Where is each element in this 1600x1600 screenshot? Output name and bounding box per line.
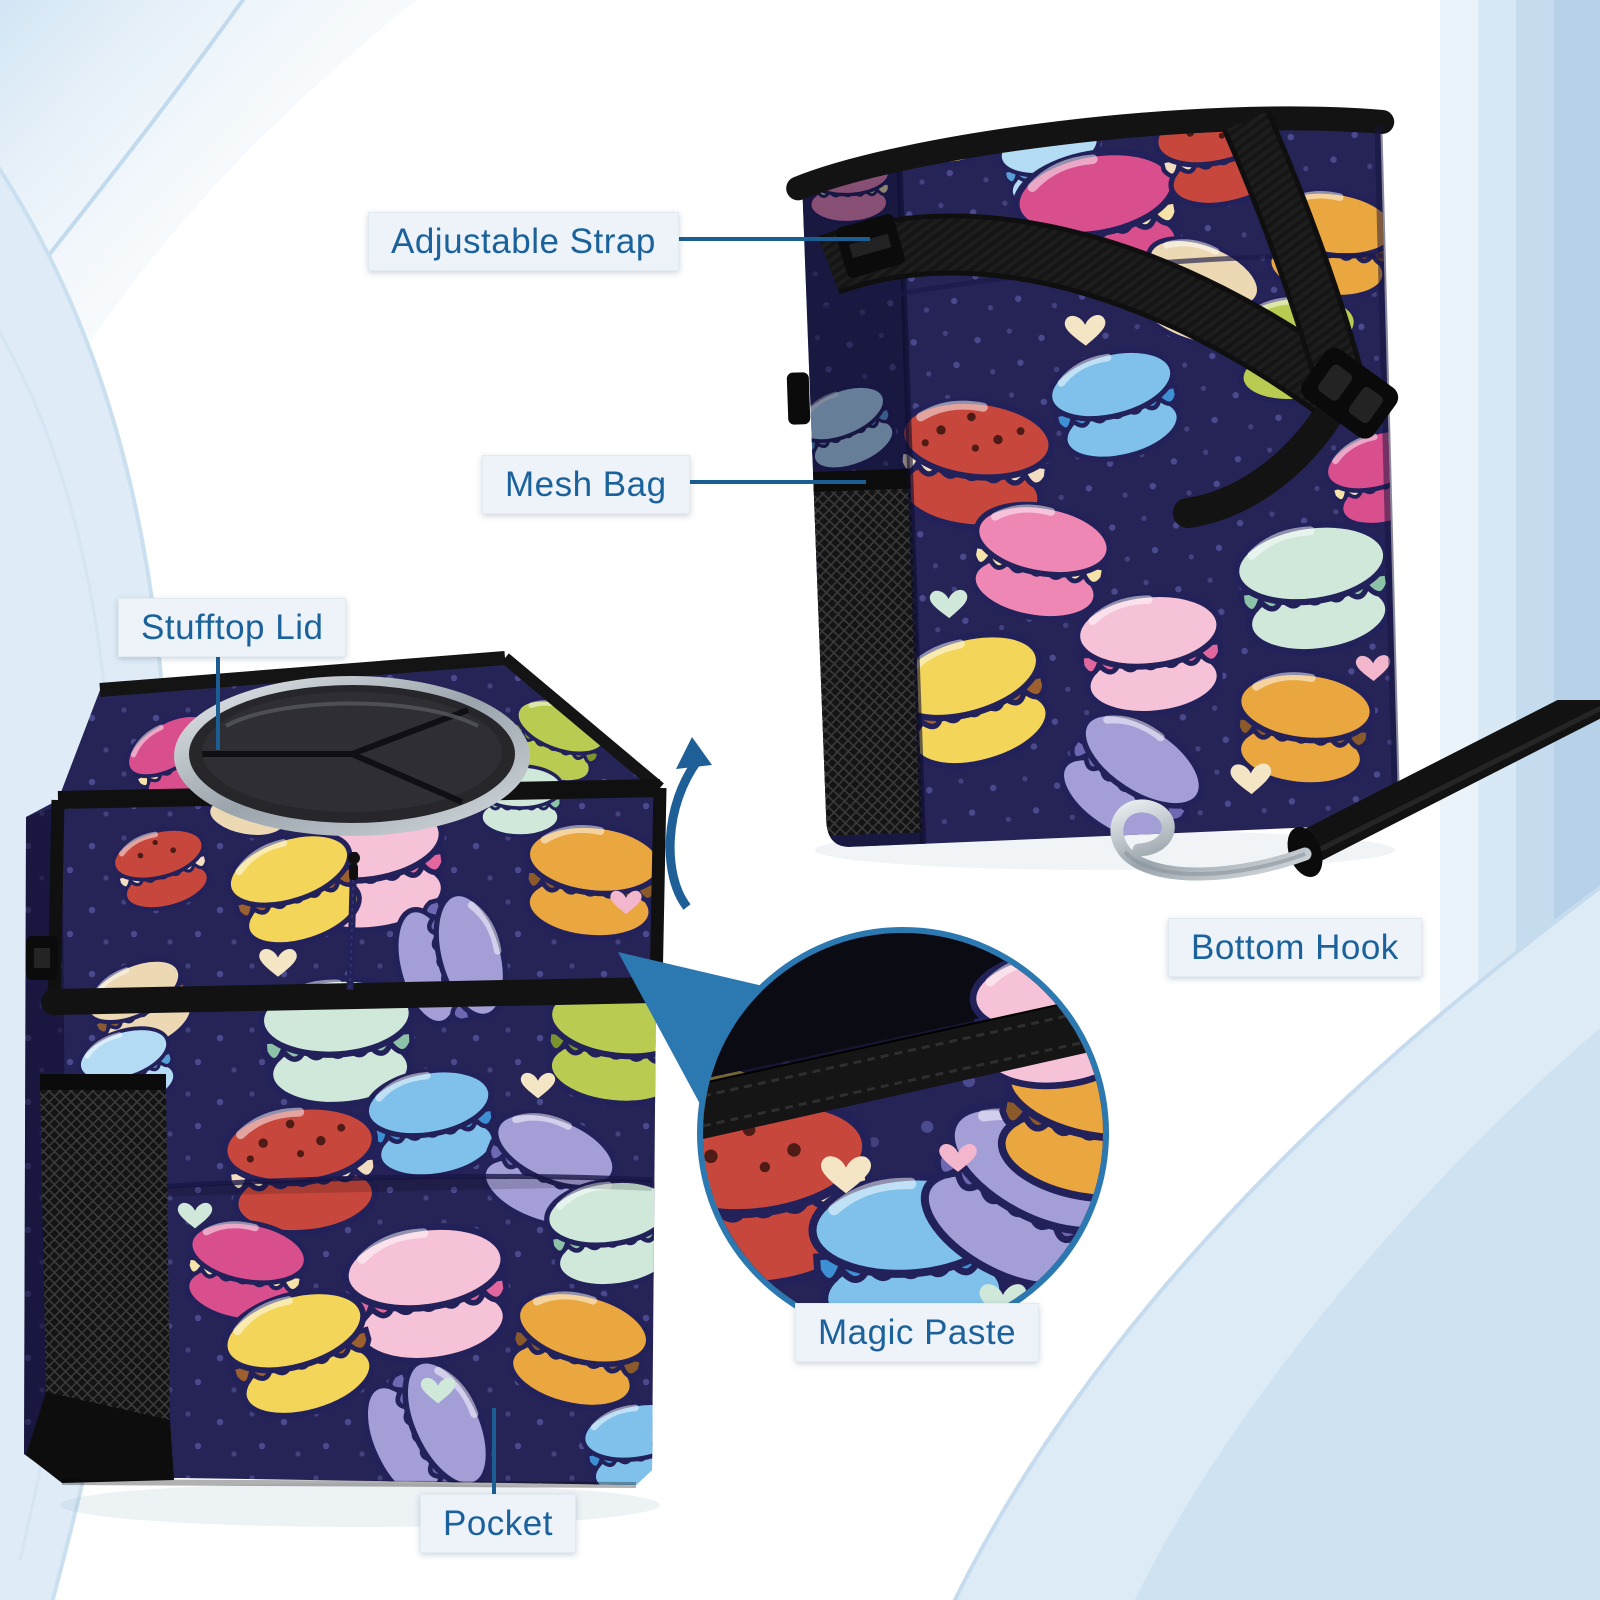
bag-front-mesh-pocket xyxy=(40,1080,170,1422)
callout-line-mesh-bag xyxy=(654,480,866,484)
adjustable-strap xyxy=(818,110,1399,528)
side-buckle xyxy=(26,936,58,980)
callout-line-pocket xyxy=(492,1408,496,1498)
open-flap-arrow-icon xyxy=(665,737,712,910)
stufftop-lid xyxy=(174,676,530,836)
label-mesh-bag: Mesh Bag xyxy=(482,455,690,514)
bag-back-view xyxy=(786,103,1405,848)
flap-trim xyxy=(41,977,669,1015)
label-adjustable-strap: Adjustable Strap xyxy=(368,212,679,271)
callout-line-stufftop-lid xyxy=(216,650,220,750)
callout-line-adjustable-strap xyxy=(650,237,870,241)
bag-back-mesh-pocket xyxy=(799,480,923,837)
zoom-inset xyxy=(697,927,1109,1339)
bag-front-view xyxy=(24,651,669,1488)
label-stufftop-lid: Stufftop Lid xyxy=(118,598,347,657)
bottom-hook-image xyxy=(1110,700,1600,881)
label-pocket: Pocket xyxy=(420,1494,576,1553)
label-bottom-hook: Bottom Hook xyxy=(1168,918,1422,977)
strap-buckle xyxy=(1301,347,1399,439)
bag-front-bottom-corner xyxy=(26,1392,174,1483)
magic-paste-zoom-image xyxy=(703,933,1103,1333)
strap-slider xyxy=(835,214,905,278)
bag-back-top-trim xyxy=(786,106,1395,201)
label-magic-paste: Magic Paste xyxy=(795,1303,1040,1362)
